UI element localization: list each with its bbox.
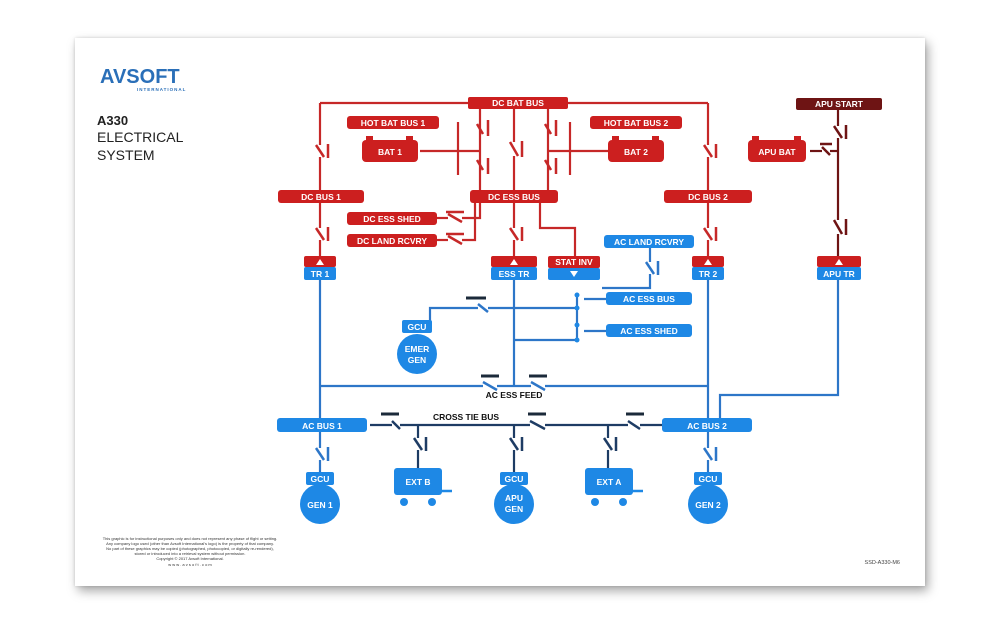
emer-gen: GCU EMER GEN xyxy=(397,320,437,374)
tr-2: TR 2 xyxy=(692,256,724,280)
ac-ess-feed-label: AC ESS FEED xyxy=(486,390,543,400)
dc-contactors xyxy=(314,120,718,246)
logo-sub: INTERNATIONAL xyxy=(137,87,186,92)
ext-a: EXT A xyxy=(585,468,643,506)
svg-text:EXT B: EXT B xyxy=(405,477,430,487)
dc-ess-bus: DC ESS BUS xyxy=(470,190,558,203)
svg-text:AC BUS 1: AC BUS 1 xyxy=(302,421,342,431)
title-line1: A330 xyxy=(97,113,128,128)
svg-text:GEN 1: GEN 1 xyxy=(307,500,333,510)
svg-text:TR 2: TR 2 xyxy=(699,269,718,279)
dc-bus-1: DC BUS 1 xyxy=(278,190,364,203)
svg-text:TR 1: TR 1 xyxy=(311,269,330,279)
svg-text:GEN 2: GEN 2 xyxy=(695,500,721,510)
apu-battery: APU BAT xyxy=(748,136,806,162)
tr-1: TR 1 xyxy=(304,256,336,280)
svg-text:BAT 2: BAT 2 xyxy=(624,147,648,157)
apu-tr: APU TR xyxy=(817,256,861,280)
electrical-diagram: AVSOFT INTERNATIONAL A330 ELECTRICAL SYS… xyxy=(97,66,900,567)
svg-text:ESS TR: ESS TR xyxy=(499,269,530,279)
ess-tr: ESS TR xyxy=(491,256,537,280)
svg-text:APU TR: APU TR xyxy=(823,269,855,279)
svg-text:GCU: GCU xyxy=(408,322,427,332)
hot-bat-bus-2: HOT BAT BUS 2 xyxy=(590,116,682,129)
ac-ess-shed: AC ESS SHED xyxy=(606,324,692,337)
ac-ess-bus: AC ESS BUS xyxy=(606,292,692,305)
svg-text:DC BUS 2: DC BUS 2 xyxy=(688,192,728,202)
svg-text:stored or introduced into a re: stored or introduced into a retrieval sy… xyxy=(135,551,246,556)
open-contactor-bars xyxy=(381,296,644,416)
svg-text:APU BAT: APU BAT xyxy=(758,147,796,157)
svg-text:DC ESS SHED: DC ESS SHED xyxy=(363,214,421,224)
hot-bat-bus-1: HOT BAT BUS 1 xyxy=(347,116,439,129)
apu-start-wiring xyxy=(810,110,840,258)
avsoft-logo: AVSOFT INTERNATIONAL xyxy=(100,66,186,92)
battery-2: BAT 2 xyxy=(608,136,664,162)
svg-text:This graphic is for instructio: This graphic is for instructional purpos… xyxy=(103,536,278,541)
svg-text:DC BUS 1: DC BUS 1 xyxy=(301,192,341,202)
dc-wiring xyxy=(318,101,710,258)
ac-wiring xyxy=(318,247,840,472)
svg-text:DC BAT BUS: DC BAT BUS xyxy=(492,98,544,108)
svg-text:DC ESS BUS: DC ESS BUS xyxy=(488,192,540,202)
doc-id: SSD-A330-M6 xyxy=(865,560,900,566)
logo-brand: AVSOFT xyxy=(100,66,180,88)
svg-text:GCU: GCU xyxy=(699,474,718,484)
svg-text:AC ESS SHED: AC ESS SHED xyxy=(620,326,678,336)
stat-inv: STAT INV xyxy=(548,256,600,280)
dc-bat-bus: DC BAT BUS xyxy=(468,97,568,109)
apu-gen: GCU APU GEN xyxy=(494,472,534,524)
svg-text:GEN: GEN xyxy=(408,355,426,365)
cross-tie-bus-label: CROSS TIE BUS xyxy=(433,412,499,422)
diagram-sheet: AVSOFT INTERNATIONAL A330 ELECTRICAL SYS… xyxy=(75,38,925,586)
svg-text:GEN: GEN xyxy=(505,504,523,514)
svg-text:DC LAND RCVRY: DC LAND RCVRY xyxy=(357,236,427,246)
svg-text:Copyright © 2017 Avsoft Intern: Copyright © 2017 Avsoft International. xyxy=(156,556,223,561)
dc-land-rcvry: DC LAND RCVRY xyxy=(347,234,437,247)
svg-text:BAT 1: BAT 1 xyxy=(378,147,402,157)
svg-text:AC LAND RCVRY: AC LAND RCVRY xyxy=(614,237,684,247)
svg-text:HOT BAT BUS 1: HOT BAT BUS 1 xyxy=(361,118,426,128)
ac-bus-1: AC BUS 1 xyxy=(277,418,367,432)
gen-1: GCU GEN 1 xyxy=(300,472,340,524)
gen-2: GCU GEN 2 xyxy=(688,472,728,524)
cross-tie-wiring xyxy=(370,423,662,472)
ext-b: EXT B xyxy=(394,468,452,506)
svg-text:STAT INV: STAT INV xyxy=(555,257,593,267)
ac-contactors xyxy=(314,261,718,461)
svg-text:HOT BAT BUS 2: HOT BAT BUS 2 xyxy=(604,118,669,128)
footer-disclaimer: This graphic is for instructional purpos… xyxy=(103,536,278,567)
svg-text:GCU: GCU xyxy=(505,474,524,484)
svg-text:AC BUS 2: AC BUS 2 xyxy=(687,421,727,431)
title-line3: SYSTEM xyxy=(97,147,155,163)
svg-text:GCU: GCU xyxy=(311,474,330,484)
svg-text:Any company logo used (other t: Any company logo used (other than Avsoft… xyxy=(106,541,274,546)
svg-text:w w w . a v s o f t . c o m: w w w . a v s o f t . c o m xyxy=(168,562,212,567)
dc-bus-2: DC BUS 2 xyxy=(664,190,752,203)
ac-bus-2: AC BUS 2 xyxy=(662,418,752,432)
svg-text:AC ESS BUS: AC ESS BUS xyxy=(623,294,675,304)
ac-land-rcvry: AC LAND RCVRY xyxy=(604,235,694,248)
apu-start: APU START xyxy=(796,98,882,110)
selector-dots xyxy=(574,292,580,343)
dc-ess-shed: DC ESS SHED xyxy=(347,212,437,225)
apu-contactors xyxy=(820,125,848,235)
svg-text:No part of these graphics may: No part of these graphics may be copied … xyxy=(106,546,274,551)
cross-tie-contactors xyxy=(391,419,641,451)
svg-text:EMER: EMER xyxy=(405,344,430,354)
battery-1: BAT 1 xyxy=(362,136,418,162)
title-line2: ELECTRICAL xyxy=(97,129,184,145)
svg-text:APU: APU xyxy=(505,493,523,503)
svg-text:APU START: APU START xyxy=(815,99,864,109)
svg-text:EXT A: EXT A xyxy=(597,477,622,487)
